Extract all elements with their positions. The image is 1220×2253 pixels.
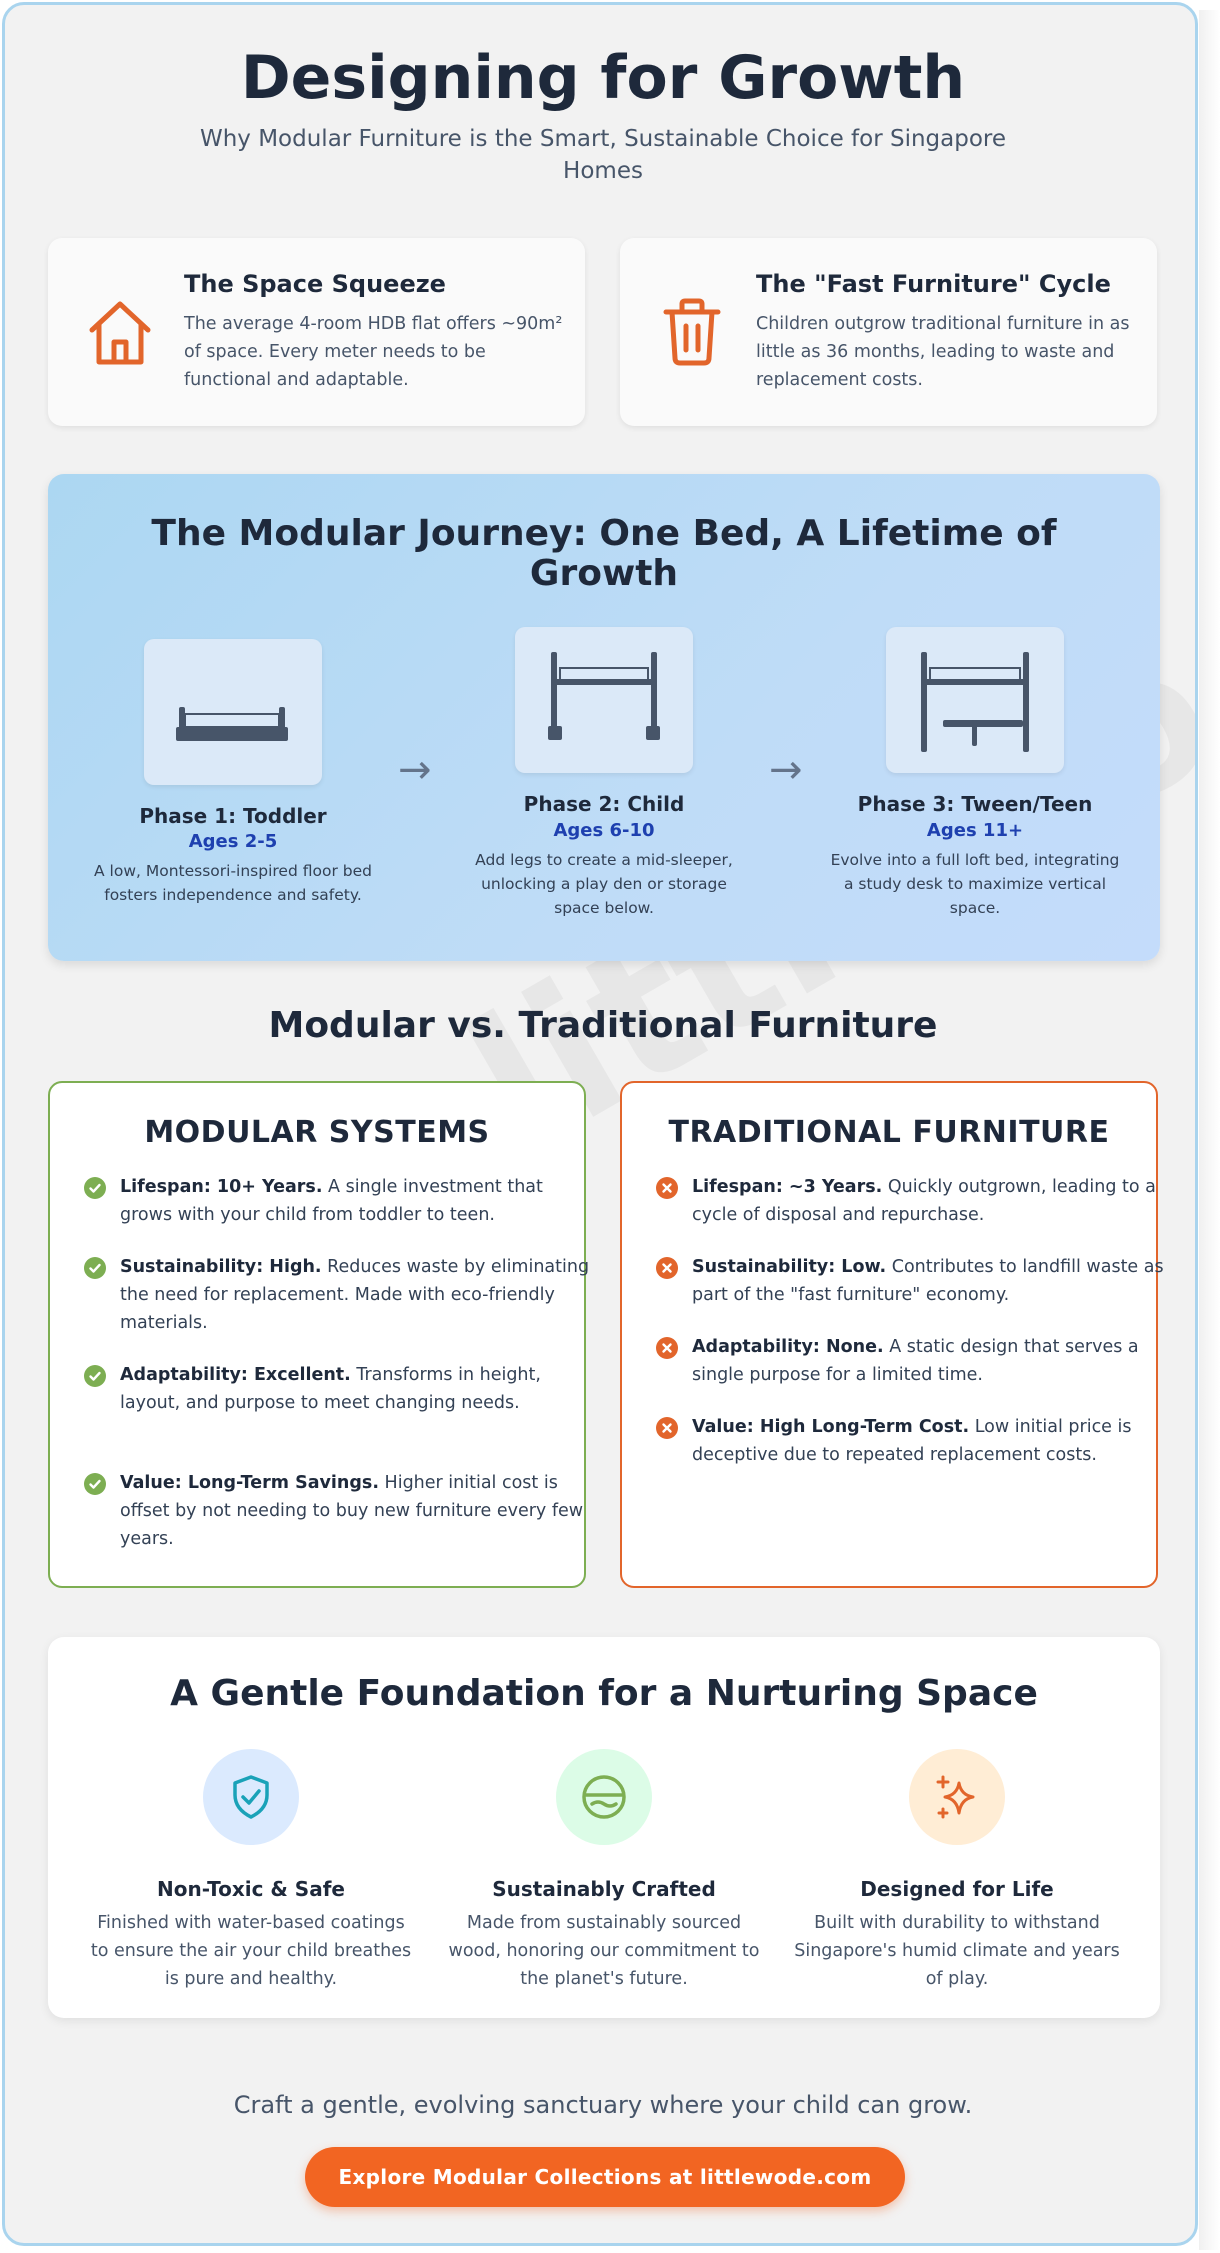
journey-title: The Modular Journey: One Bed, A Lifetime… — [151, 513, 1057, 594]
infographic-frame: littlewode.com Designing for Growth Why … — [2, 2, 1198, 2246]
comparison-row-text: Sustainability: Low. Contributes to land… — [692, 1253, 1170, 1309]
feature-icon-circle — [203, 1749, 299, 1845]
phase-title: Phase 3: Tween/Teen — [857, 792, 1093, 816]
x-circle-icon — [656, 1337, 678, 1359]
shield-check-icon — [233, 1775, 269, 1819]
comparison-row-text: Lifespan: 10+ Years. A single investment… — [120, 1173, 598, 1229]
phase-illustration-tile — [886, 627, 1064, 773]
x-circle-icon — [656, 1177, 678, 1199]
phase-desc: Evolve into a full loft bed, integrating… — [830, 851, 1120, 917]
floor-bed-icon — [176, 707, 288, 741]
comparison-row-label: Value: High Long-Term Cost. — [692, 1417, 970, 1437]
phase-ages: Ages 11+ — [926, 820, 1024, 841]
comparison-row-text: Adaptability: Excellent. Transforms in h… — [120, 1361, 598, 1417]
check-circle-icon — [84, 1473, 106, 1495]
comparison-row-detail: Reduces waste by eliminating the need fo… — [120, 1257, 590, 1333]
comparison-row-label: Value: Long-Term Savings. — [120, 1473, 379, 1493]
modular-systems-card: MODULAR SYSTEMS Lifespan: 10+ Years. A s… — [48, 1081, 589, 1588]
comparison-row-label: Sustainability: Low. — [692, 1257, 887, 1277]
eco-globe-icon — [582, 1775, 626, 1819]
comparison-row-detail: A static design that serves a single pur… — [692, 1337, 1139, 1385]
comparison-row-label: Sustainability: High. — [120, 1257, 322, 1277]
comparison-row-detail: Contributes to landfill waste as part of… — [692, 1257, 1164, 1305]
phase-desc: A low, Montessori-inspired floor bed fos… — [94, 862, 372, 904]
arrow-right-icon: → — [769, 747, 803, 793]
comparison-row-text: Value: High Long-Term Cost. Low initial … — [692, 1413, 1170, 1469]
explore-collections-button[interactable]: Explore Modular Collections at littlewod… — [305, 2147, 905, 2207]
feature-title: Designed for Life — [860, 1877, 1054, 1901]
info-card-fast-furniture: The "Fast Furniture" Cycle Children outg… — [620, 238, 1157, 426]
info-card-text: The average 4-room HDB flat offers ~90m²… — [184, 314, 563, 390]
page-subtitle: Why Modular Furniture is the Smart, Sust… — [199, 126, 1007, 184]
comparison-title: Modular vs. Traditional Furniture — [268, 1005, 938, 1046]
sparkles-icon — [936, 1775, 975, 1819]
x-circle-icon — [656, 1417, 678, 1439]
phase-ages: Ages 6-10 — [553, 820, 655, 841]
cta-tagline: Craft a gentle, evolving sanctuary where… — [233, 2091, 973, 2119]
feature-title: Sustainably Crafted — [492, 1877, 716, 1901]
comparison-row-label: Lifespan: 10+ Years. — [120, 1177, 323, 1197]
info-card-space-squeeze: The Space Squeeze The average 4-room HDB… — [48, 238, 585, 426]
info-card-title: The "Fast Furniture" Cycle — [756, 270, 1111, 298]
comparison-row-text: Sustainability: High. Reduces waste by e… — [120, 1253, 598, 1337]
loft-bed-icon — [921, 652, 1029, 752]
phase-desc: Add legs to create a mid-sleeper, unlock… — [475, 851, 733, 917]
card-heading: TRADITIONAL FURNITURE — [668, 1115, 1110, 1150]
feature-desc: Made from sustainably sourced wood, hono… — [448, 1913, 760, 1989]
comparison-row-text: Lifespan: ~3 Years. Quickly outgrown, le… — [692, 1173, 1170, 1229]
gentle-foundation-panel: A Gentle Foundation for a Nurturing Spac… — [48, 1637, 1160, 2018]
comparison-row-label: Lifespan: ~3 Years. — [692, 1177, 883, 1197]
comparison-row-text: Value: Long-Term Savings. Higher initial… — [120, 1469, 598, 1553]
comparison-row-detail: Transforms in height, layout, and purpos… — [120, 1365, 541, 1413]
check-circle-icon — [84, 1257, 106, 1279]
comparison-row-label: Adaptability: Excellent. — [120, 1365, 351, 1385]
frame-shadow — [1199, 10, 1220, 2250]
feature-icon-circle — [909, 1749, 1005, 1845]
comparison-row-detail: Low initial price is deceptive due to re… — [692, 1417, 1132, 1465]
arrow-right-icon: → — [398, 747, 432, 793]
comparison-row-detail: Higher initial cost is offset by not nee… — [120, 1473, 584, 1549]
x-circle-icon — [656, 1257, 678, 1279]
house-icon — [89, 301, 151, 365]
traditional-furniture-card: TRADITIONAL FURNITURE Lifespan: ~3 Years… — [620, 1081, 1164, 1588]
phase-title: Phase 1: Toddler — [139, 804, 327, 828]
trash-icon — [663, 298, 721, 366]
feature-desc: Built with durability to withstand Singa… — [794, 1913, 1120, 1989]
comparison-row-label: Adaptability: None. — [692, 1337, 884, 1357]
foundation-title: A Gentle Foundation for a Nurturing Spac… — [170, 1673, 1038, 1714]
phase-ages: Ages 2-5 — [188, 831, 278, 852]
info-card-text: Children outgrow traditional furniture i… — [756, 314, 1130, 390]
mid-sleeper-icon — [548, 652, 660, 740]
phase-illustration-tile — [515, 627, 693, 773]
comparison-row-detail: A single investment that grows with your… — [120, 1177, 543, 1225]
feature-desc: Finished with water-based coatings to en… — [90, 1913, 412, 1989]
check-circle-icon — [84, 1365, 106, 1387]
page-title: Designing for Growth — [240, 43, 966, 113]
feature-title: Non-Toxic & Safe — [157, 1877, 345, 1901]
card-heading: MODULAR SYSTEMS — [144, 1115, 490, 1150]
info-card-title: The Space Squeeze — [184, 270, 446, 298]
phase-illustration-tile — [144, 639, 322, 785]
comparison-row-detail: Quickly outgrown, leading to a cycle of … — [692, 1177, 1156, 1225]
modular-journey-panel: The Modular Journey: One Bed, A Lifetime… — [48, 474, 1160, 961]
feature-icon-circle — [556, 1749, 652, 1845]
comparison-row-text: Adaptability: None. A static design that… — [692, 1333, 1170, 1389]
check-circle-icon — [84, 1177, 106, 1199]
phase-title: Phase 2: Child — [523, 792, 685, 816]
